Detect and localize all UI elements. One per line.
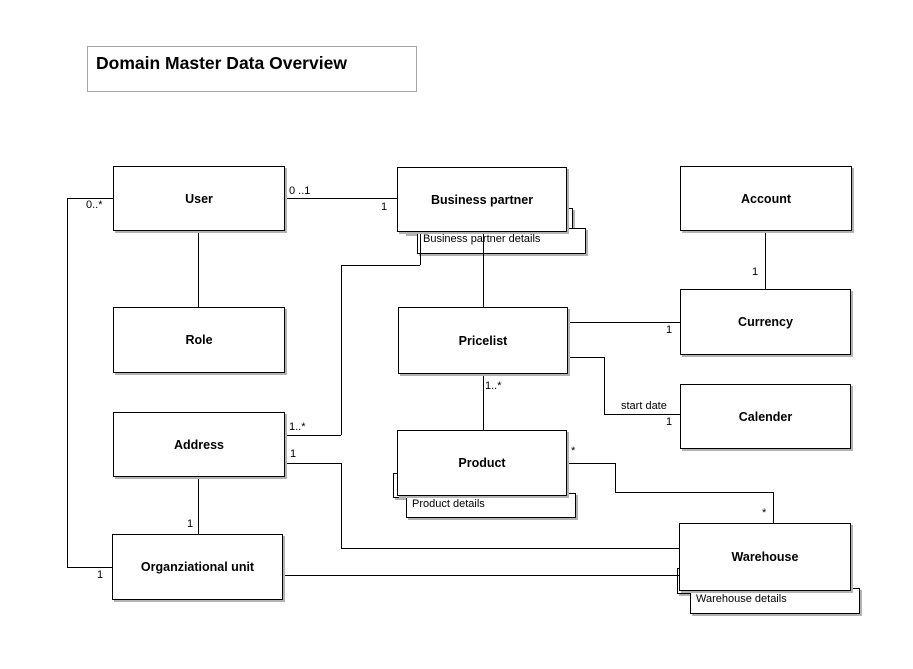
connector-organziational-unit-warehouse[interactable]: [283, 575, 679, 576]
multiplicity-product-warehouse: *: [762, 507, 767, 519]
node-business-partner[interactable]: Business partner: [397, 167, 567, 232]
connector-pricelist-product[interactable]: [483, 374, 484, 430]
connector-user-business-partner[interactable]: [285, 198, 397, 199]
node-user-label: User: [185, 191, 213, 206]
connector-pricelist-currency[interactable]: [568, 322, 680, 323]
connector-user-organziational-unit[interactable]: [67, 198, 68, 567]
node-product-label: Product: [458, 456, 506, 470]
diagram-title-box: Domain Master Data Overview: [87, 46, 417, 92]
node-user[interactable]: User: [113, 166, 285, 231]
multiplicity-pricelist-calender: start date: [621, 400, 667, 412]
connector-product-warehouse[interactable]: [567, 463, 615, 464]
node-currency-label: Currency: [738, 315, 793, 329]
multiplicity-address-warehouse: 1: [290, 448, 297, 460]
node-account[interactable]: Account: [680, 166, 852, 231]
node-product[interactable]: Product: [397, 430, 567, 496]
warehouse-details-label: Warehouse details: [696, 593, 787, 605]
connector-product-warehouse[interactable]: [615, 463, 616, 492]
warehouse-details[interactable]: Warehouse details: [690, 588, 860, 614]
node-role-label: Role: [185, 333, 213, 347]
node-calender-label: Calender: [738, 409, 793, 424]
node-warehouse-label: Warehouse: [731, 550, 799, 564]
connector-address-warehouse[interactable]: [341, 463, 342, 548]
diagram-title: Domain Master Data Overview: [96, 53, 347, 73]
multiplicity-pricelist-product: 1..*: [485, 380, 502, 392]
multiplicity-user-business-partner: 0 ..1: [289, 185, 311, 197]
connector-address-organziational-unit[interactable]: [198, 477, 199, 534]
connector-pricelist-calender[interactable]: [604, 357, 605, 414]
multiplicity-account-currency: 1: [752, 266, 759, 278]
multiplicity-business-partner-address: 1..*: [289, 421, 306, 433]
connector-business-partner-address[interactable]: [341, 265, 420, 266]
business-partner-details[interactable]: Business partner details: [417, 228, 586, 254]
node-role[interactable]: Role: [113, 307, 285, 373]
node-address-label: Address: [173, 437, 225, 452]
connector-business-partner-address[interactable]: [341, 265, 342, 435]
multiplicity-address-organziational-unit: 1: [187, 518, 194, 530]
connector-business-partner-address[interactable]: [285, 435, 341, 436]
connector-pricelist-calender[interactable]: [568, 357, 604, 358]
node-organziational-unit-label: Organziational unit: [140, 560, 255, 574]
connector-address-warehouse[interactable]: [285, 463, 341, 464]
connector-user-role[interactable]: [198, 231, 199, 307]
connector-account-currency[interactable]: [765, 231, 766, 289]
product-details-label: Product details: [412, 498, 485, 510]
connector-business-partner-pricelist[interactable]: [483, 232, 484, 307]
node-pricelist-label: Pricelist: [458, 333, 508, 348]
connector-product-warehouse[interactable]: [615, 492, 773, 493]
node-warehouse[interactable]: Warehouse: [679, 523, 851, 591]
node-calender[interactable]: Calender: [680, 384, 851, 449]
multiplicity-pricelist-calender: 1: [666, 416, 673, 428]
product-details[interactable]: Product details: [406, 493, 576, 518]
node-address[interactable]: Address: [113, 412, 285, 477]
multiplicity-user-business-partner: 1: [381, 201, 388, 213]
connector-user-organziational-unit[interactable]: [67, 567, 112, 568]
connector-address-warehouse[interactable]: [341, 548, 679, 549]
multiplicity-user-organziational-unit: 0..*: [86, 199, 103, 211]
node-account-label: Account: [741, 191, 791, 206]
multiplicity-product-warehouse: *: [571, 445, 576, 457]
connector-pricelist-calender[interactable]: [604, 414, 680, 415]
business-partner-details-label: Business partner details: [423, 233, 541, 245]
node-currency[interactable]: Currency: [680, 289, 851, 355]
multiplicity-user-organziational-unit: 1: [97, 569, 104, 581]
node-organziational-unit[interactable]: Organziational unit: [112, 534, 283, 600]
node-business-partner-label: Business partner: [430, 192, 534, 207]
multiplicity-pricelist-currency: 1: [666, 324, 673, 336]
connector-user-organziational-unit[interactable]: [67, 198, 113, 199]
connector-product-warehouse[interactable]: [773, 492, 774, 523]
node-pricelist[interactable]: Pricelist: [398, 307, 568, 374]
connector-business-partner-address[interactable]: [420, 232, 421, 265]
